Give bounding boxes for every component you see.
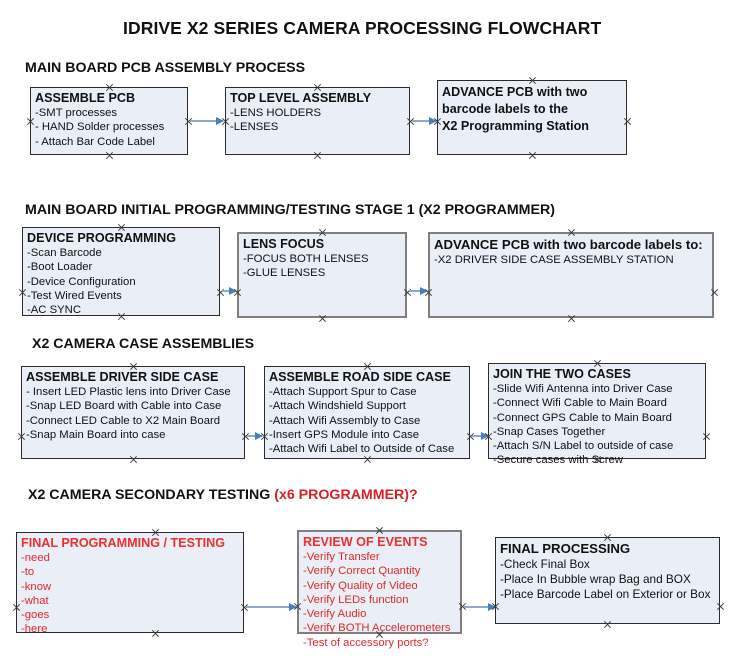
flow-box-title: REVIEW OF EVENTS xyxy=(303,535,428,549)
flow-box-line: -here xyxy=(21,623,48,636)
flow-box-line: -Slide Wifi Antenna into Driver Case xyxy=(493,383,673,395)
flow-box-final-programming-testing[interactable]: FINAL PROGRAMMING / TESTING -need -to -k… xyxy=(16,532,244,636)
flow-box-line: -Snap LED Board with Cable into Case xyxy=(26,400,222,413)
flow-box-line: -Verify Correct Quantity xyxy=(303,565,421,578)
flow-box-line: -Secure cases with Screw xyxy=(493,454,623,467)
flow-box-join-the-two-cases[interactable]: JOIN THE TWO CASES -Slide Wifi Antenna i… xyxy=(488,363,706,466)
flow-box-line: -Verify LEDs function xyxy=(303,593,409,606)
flow-box-line: -Attach Support Spur to Case xyxy=(269,386,417,398)
flow-box-line: -Attach Wifi Label to Outside of Case xyxy=(269,443,455,456)
flow-box-title: ADVANCE PCB with two barcode labels to: xyxy=(434,237,703,252)
flow-box-line: -goes xyxy=(21,609,50,622)
flow-box-title: ASSEMBLE PCB xyxy=(35,91,136,105)
flow-box-line: -Device Configuration xyxy=(27,275,136,288)
flow-box-assemble-road-side-case[interactable]: ASSEMBLE ROAD SIDE CASE -Attach Support … xyxy=(264,366,470,459)
flow-box-line: - HAND Solder processes xyxy=(35,121,165,134)
arrow-road-case-to-join-cases xyxy=(472,431,489,440)
flow-box-title: JOIN THE TWO CASES xyxy=(493,367,631,381)
flow-box-line: -FOCUS BOTH LENSES xyxy=(243,253,369,265)
flow-box-line: -SMT processes xyxy=(35,107,118,119)
flow-box-line: -Check Final Box xyxy=(500,557,590,571)
flow-box-line: -Boot Loader xyxy=(27,261,93,274)
flow-box-line: -Test Wired Events xyxy=(27,289,122,302)
arrow-device-programming-to-lens-focus xyxy=(222,286,237,295)
flow-box-line: -what xyxy=(21,594,49,607)
page-title: IDRIVE X2 SERIES CAMERA PROCESSING FLOWC… xyxy=(123,18,602,38)
flow-box-title: LENS FOCUS xyxy=(243,237,325,251)
section-heading-2: MAIN BOARD INITIAL PROGRAMMING/TESTING S… xyxy=(25,202,555,218)
flow-box-line: -Connect Wifi Cable to Main Board xyxy=(493,397,667,410)
flow-box-line: -know xyxy=(21,580,52,593)
flow-box-line: barcode labels to the xyxy=(442,102,568,116)
flow-box-line: -Scan Barcode xyxy=(27,247,102,259)
flow-box-line: -Attach S/N Label to outside of case xyxy=(493,440,674,453)
flow-box-lens-focus[interactable]: LENS FOCUS -FOCUS BOTH LENSES -GLUE LENS… xyxy=(237,232,407,318)
arrow-final-programming-to-review-events xyxy=(246,602,297,611)
arrow-top-level-to-advance-pcb xyxy=(412,116,437,125)
flow-box-line: -Place Barcode Label on Exterior or Box xyxy=(500,587,711,601)
flow-box-line: -Attach Wifi Assembly to Case xyxy=(269,414,421,427)
flow-box-line: X2 Programming Station xyxy=(442,119,589,133)
arrow-lens-focus-to-advance-pcb xyxy=(409,286,428,295)
flow-box-top-level-assembly[interactable]: TOP LEVEL ASSEMBLY -LENS HOLDERS -LENSES xyxy=(225,87,410,155)
flow-box-line: -GLUE LENSES xyxy=(243,267,326,280)
flow-box-assemble-driver-side-case[interactable]: ASSEMBLE DRIVER SIDE CASE - Insert LED P… xyxy=(21,366,245,459)
flow-box-line: -Snap Main Board into case xyxy=(26,428,166,441)
flow-box-final-processing[interactable]: FINAL PROCESSING -Check Final Box -Place… xyxy=(495,537,720,624)
flow-box-line: -Verify Quality of Video xyxy=(303,579,418,592)
flow-box-title: DEVICE PROGRAMMING xyxy=(27,231,177,245)
flow-box-device-programming[interactable]: DEVICE PROGRAMMING -Scan Barcode -Boot L… xyxy=(22,227,220,316)
flow-box-title: ASSEMBLE ROAD SIDE CASE xyxy=(269,370,451,384)
flow-box-line: -Verify BOTH Accelerometers xyxy=(303,622,451,635)
flow-box-assemble-pcb[interactable]: ASSEMBLE PCB -SMT processes - HAND Solde… xyxy=(30,87,188,155)
section-heading-4-accent: (x6 PROGRAMMER)? xyxy=(274,487,418,503)
flow-box-line: -to xyxy=(21,566,35,579)
flow-box-review-of-events[interactable]: REVIEW OF EVENTS -Verify Transfer -Verif… xyxy=(297,530,462,649)
flow-box-title: FINAL PROGRAMMING / TESTING xyxy=(21,536,226,550)
flow-box-line: -Connect LED Cable to X2 Main Board xyxy=(26,414,221,427)
flow-box-line: - Attach Bar Code Label xyxy=(35,135,155,148)
flow-box-line: -Insert GPS Module into Case xyxy=(269,428,420,441)
flow-box-title: FINAL PROCESSING xyxy=(500,541,631,556)
arrow-assemble-pcb-to-top-level xyxy=(190,116,224,125)
flow-box-line: -LENSES xyxy=(230,121,279,134)
flow-box-line: -LENS HOLDERS xyxy=(230,107,322,119)
arrow-review-events-to-final-processing xyxy=(464,602,496,611)
flow-box-line: -Verify Audio xyxy=(303,608,367,621)
flow-box-line: -need xyxy=(21,552,50,564)
flow-box-advance-pcb-driver-side[interactable]: ADVANCE PCB with two barcode labels to: … xyxy=(428,232,714,318)
flow-box-line: -Snap Cases Together xyxy=(493,425,606,438)
arrow-driver-case-to-road-case xyxy=(247,431,263,440)
section-heading-1: MAIN BOARD PCB ASSEMBLY PROCESS xyxy=(25,60,306,76)
section-heading-3: X2 CAMERA CASE ASSEMBLIES xyxy=(32,336,255,352)
flow-box-line: -X2 DRIVER SIDE CASE ASSEMBLY STATION xyxy=(434,254,674,266)
flow-box-title: ADVANCE PCB with two xyxy=(442,85,588,99)
flow-box-line: -Verify Transfer xyxy=(303,551,380,563)
flow-box-title: TOP LEVEL ASSEMBLY xyxy=(230,91,372,105)
flow-box-line: -Place In Bubble wrap Bag and BOX xyxy=(500,572,691,586)
section-heading-4: X2 CAMERA SECONDARY TESTING (x6 PROGRAMM… xyxy=(28,487,418,503)
flow-box-advance-pcb-station[interactable]: ADVANCE PCB with two barcode labels to t… xyxy=(437,80,627,155)
flow-box-title: ASSEMBLE DRIVER SIDE CASE xyxy=(26,370,219,384)
flow-box-line: -AC SYNC xyxy=(27,304,81,317)
flow-box-line: -Connect GPS Cable to Main Board xyxy=(493,411,672,424)
flow-box-line: - Insert LED Plastic lens into Driver Ca… xyxy=(26,386,231,398)
flow-box-line-overflow: -Test of accessory ports? xyxy=(303,636,429,649)
flow-box-line: -Attach Windshield Support xyxy=(269,400,406,413)
section-heading-4-text: X2 CAMERA SECONDARY TESTING xyxy=(28,487,275,503)
